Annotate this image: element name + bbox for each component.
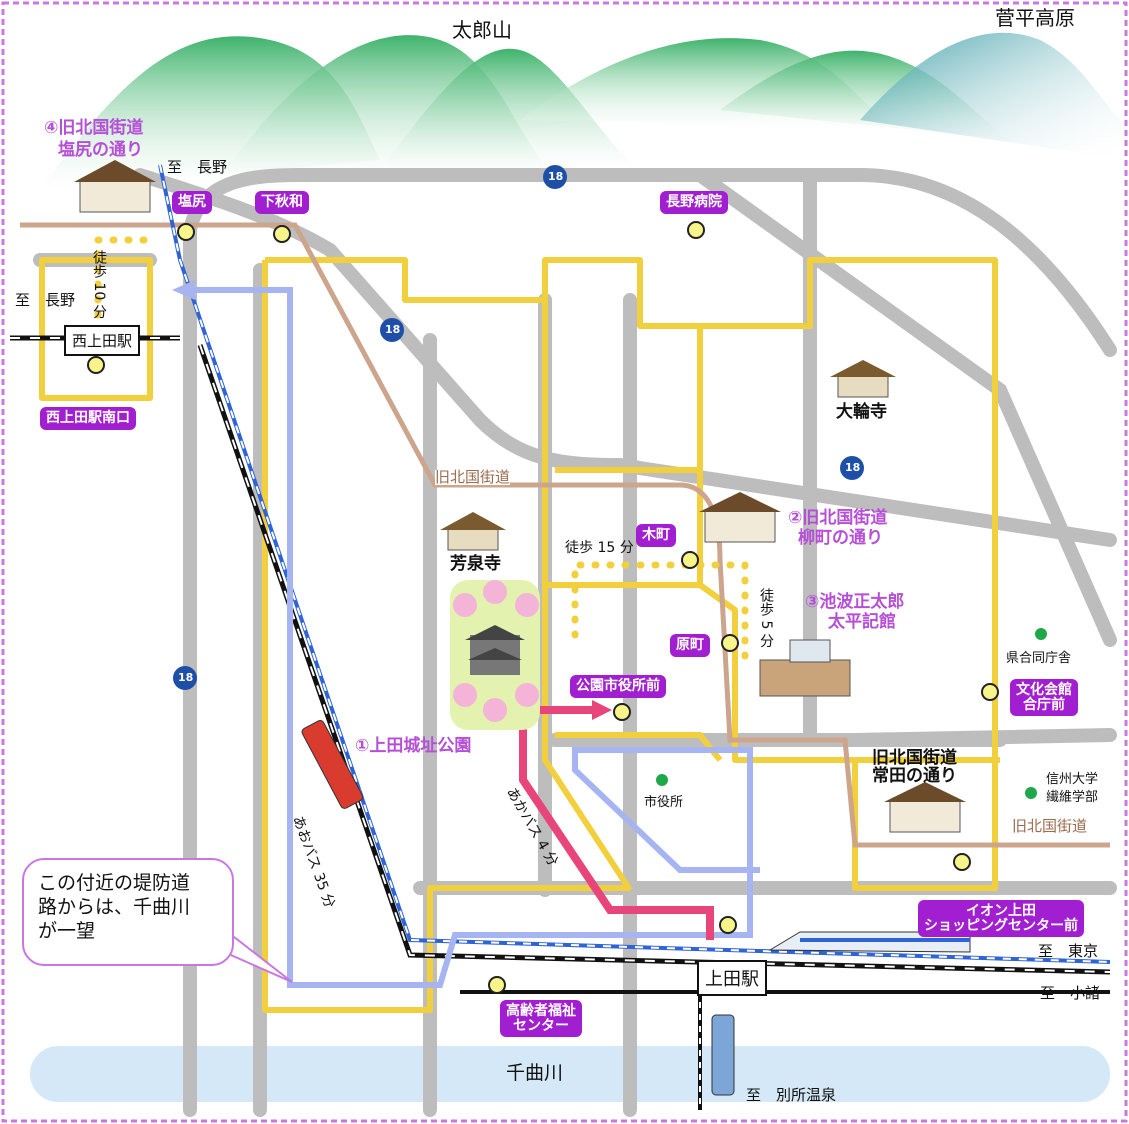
cherry-blossoms	[453, 580, 539, 722]
aka-bus-arrow	[592, 700, 612, 720]
river-label: 千曲川	[506, 1062, 564, 1084]
nishi-ueda-station[interactable]: 西上田駅	[64, 325, 141, 356]
place-daiwaji-label: 大輪寺	[836, 402, 887, 422]
bus-stop-koen-shiyakusho[interactable]: 公園市役所前	[570, 675, 666, 698]
mountain-taro-label: 太郎山	[452, 18, 512, 42]
place-kengodo-label: 県合同庁舎	[1006, 651, 1072, 666]
walk-10-label: 徒歩 10 分	[91, 250, 107, 319]
house-icon-yanagimachi	[699, 492, 781, 543]
bus-stop-haramachi[interactable]: 原町	[670, 634, 710, 657]
aka-bus-route	[519, 706, 714, 940]
bus-stop-aeon-line2: ショッピングセンター前	[924, 917, 1078, 934]
direction-nagano-top: 至 長野	[167, 158, 228, 176]
route-18-label: 18	[385, 323, 401, 336]
facility-dots	[656, 628, 1047, 799]
chikuma-river	[30, 1046, 1110, 1102]
mountain-sugadaira-label: 菅平高原	[995, 6, 1075, 30]
spot-yanagimachi-subtitle: 柳町の通り	[798, 528, 883, 548]
castle-icon	[465, 625, 525, 675]
road-label-hokkoku: 旧北国街道	[1012, 817, 1088, 835]
railway	[10, 164, 1111, 1110]
walk-paths	[94, 236, 749, 664]
callout-line2: 路からは、千曲川	[38, 895, 191, 918]
embankment-callout: この付近の堤防道 路からは、千曲川 が一望	[22, 858, 234, 966]
direction-nagano-left: 至 長野	[15, 291, 76, 309]
place-horinji-label: 芳泉寺	[450, 554, 501, 574]
train-icon-aoi	[301, 719, 364, 809]
ao-bus-arrow	[172, 280, 195, 300]
route-18-label: 18	[178, 671, 194, 684]
ao-bus-route	[180, 287, 760, 988]
bus-stop-koreisha-line2: センター	[513, 1017, 569, 1034]
spot-ikenami-subtitle: 太平記館	[828, 612, 896, 632]
temple-icon-daiwaji	[830, 360, 896, 398]
bus-stop-kimachi[interactable]: 木町	[636, 524, 676, 547]
bus-stop-bunka-kaikan[interactable]: 文化会館合庁前	[1010, 679, 1078, 717]
bus-stop-aeon[interactable]: イオン上田ショッピングセンター前	[918, 900, 1084, 938]
bus-stop-koreisha-line1: 高齢者福祉	[506, 1003, 576, 1019]
spot-yanagimachi-title: ②旧北国街道	[788, 508, 888, 528]
bus-stop-koreisha[interactable]: 高齢者福祉センター	[500, 1000, 582, 1038]
spot-tokida-subtitle: 常田の通り	[872, 766, 957, 786]
bus-route	[39, 257, 1000, 1013]
walk-5-label: 徒歩 5 分	[758, 588, 774, 648]
bus-stop-nagano-hospital[interactable]: 長野病院	[660, 191, 728, 214]
road-label-hokkoku: 旧北国街道	[435, 468, 511, 486]
bus-stop-bunka-kaikan-line2: 合庁前	[1023, 696, 1065, 713]
walk-15-label: 徒歩 15 分	[565, 540, 634, 556]
bus-stop-shiojiri[interactable]: 塩尻	[172, 191, 212, 214]
bus-stop-icons	[87, 221, 999, 994]
ueda-station[interactable]: 上田駅	[697, 960, 767, 996]
place-shinshu-sublabel: 繊維学部	[1046, 790, 1099, 805]
spot-shiojiri-title: ④旧北国街道	[44, 118, 144, 138]
place-shinshu-label: 信州大学	[1046, 772, 1099, 787]
spot-castle-park-label: ①上田城址公園	[355, 736, 472, 756]
place-city-hall-label: 市役所	[644, 795, 684, 810]
spot-shiojiri-subtitle: 塩尻の通り	[58, 140, 143, 160]
mountains	[40, 32, 1129, 190]
bus-stop-aeon-line1: イオン上田	[966, 903, 1036, 919]
callout-tail	[214, 929, 293, 983]
callout-line3: が一望	[38, 919, 96, 942]
temple-icon-horinji	[440, 512, 506, 551]
spot-tokida-title: 旧北国街道	[872, 748, 957, 768]
house-icon-shiojiri	[74, 160, 156, 213]
direction-bessho: 至 別所温泉	[746, 1086, 837, 1104]
house-icon-tokida	[884, 782, 966, 833]
kyu-hokkoku-kaido	[20, 222, 1110, 848]
bus-stop-bunka-kaikan-line1: 文化会館	[1016, 682, 1072, 698]
bus-stop-shimoakiwa[interactable]: 下秋和	[255, 191, 309, 214]
route-18-label: 18	[845, 461, 861, 474]
train-icon-bessho	[711, 1014, 735, 1096]
bus-stop-nishiueda-minamiguchi[interactable]: 西上田駅南口	[40, 407, 136, 430]
route-18-label: 18	[548, 170, 564, 183]
direction-tokyo: 至 東京	[1038, 942, 1099, 960]
spot-ikenami-title: ③池波正太郎	[805, 592, 905, 612]
route-18-shields	[173, 165, 864, 690]
direction-komoro: 至 小諸	[1040, 984, 1101, 1002]
callout-line1: この付近の堤防道	[38, 872, 191, 894]
museum-icon-ikenami	[759, 639, 851, 697]
